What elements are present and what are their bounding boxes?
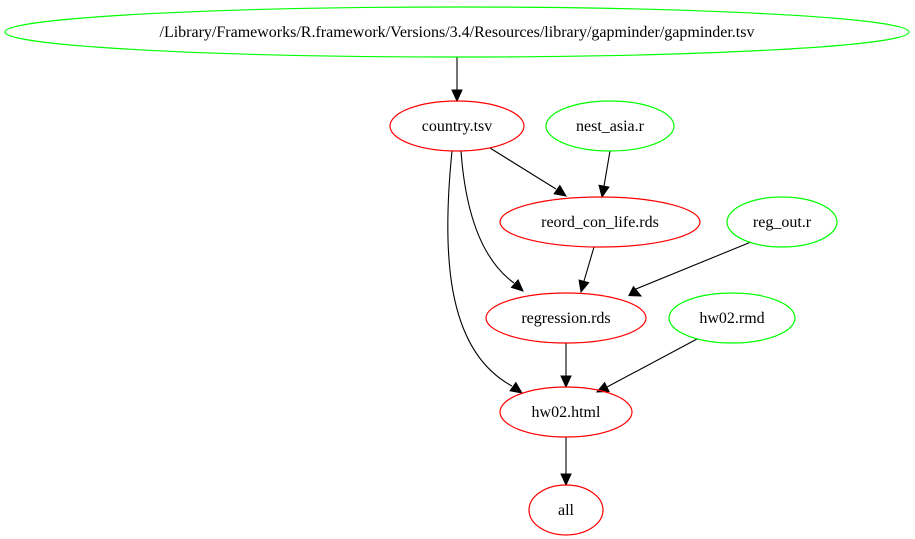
edge-regression-to-hw02_html [560, 343, 572, 389]
node-regression: regression.rds [485, 292, 647, 344]
edge-arrowhead [560, 473, 572, 487]
node-reg_out: reg_out.r [726, 196, 838, 248]
edge-arrowhead [578, 279, 590, 294]
node-label: reord_con_life.rds [541, 214, 659, 231]
node-ellipse [499, 386, 633, 438]
edge-reg_out-to-regression [628, 241, 752, 297]
node-ellipse [726, 196, 838, 248]
edge-reord-to-regression [578, 246, 595, 294]
edge-country-to-regression [460, 150, 524, 292]
node-label: nest_asia.r [576, 118, 645, 135]
edge-nest_asia-to-reord [598, 150, 611, 199]
edge-line [630, 241, 752, 292]
node-all: all [528, 484, 604, 536]
edge-hw02_html-to-all [560, 437, 572, 487]
node-reord: reord_con_life.rds [499, 196, 701, 248]
edge-hw02_rmd-to-hw02_html [595, 338, 698, 393]
node-label: regression.rds [521, 310, 610, 327]
node-country: country.tsv [389, 100, 525, 152]
nodes-layer: /Library/Frameworks/R.framework/Versions… [4, 6, 910, 536]
edge-line [460, 150, 515, 284]
node-label: all [558, 502, 575, 519]
node-ellipse [528, 484, 604, 536]
edge-arrowhead [560, 375, 572, 389]
node-label: reg_out.r [753, 214, 812, 231]
node-ellipse [668, 292, 796, 344]
node-ellipse [485, 292, 647, 344]
edge-line [603, 150, 611, 187]
node-nest_asia: nest_asia.r [545, 100, 675, 152]
edge-arrowhead [598, 184, 610, 199]
edge-gapminder-to-country [451, 57, 463, 103]
node-hw02_rmd: hw02.rmd [668, 292, 796, 344]
edge-country-to-hw02_html [447, 150, 523, 394]
edge-country-to-reord [489, 147, 567, 197]
node-ellipse [4, 6, 910, 58]
node-label: /Library/Frameworks/R.framework/Versions… [160, 24, 755, 41]
edge-arrowhead [628, 285, 643, 297]
edge-line [489, 147, 557, 190]
edge-line [606, 338, 698, 388]
node-label: country.tsv [422, 118, 493, 135]
edge-line [583, 246, 595, 282]
node-ellipse [499, 196, 701, 248]
node-gapminder: /Library/Frameworks/R.framework/Versions… [4, 6, 910, 58]
node-hw02_html: hw02.html [499, 386, 633, 438]
edges-layer [447, 57, 752, 487]
edge-arrowhead [510, 279, 524, 292]
edge-arrowhead [509, 381, 523, 394]
node-ellipse [389, 100, 525, 152]
edge-line [447, 150, 513, 387]
node-label: hw02.html [532, 404, 601, 421]
edge-arrowhead [553, 184, 567, 197]
node-ellipse [545, 100, 675, 152]
edge-arrowhead [451, 89, 463, 103]
node-label: hw02.rmd [699, 310, 764, 327]
